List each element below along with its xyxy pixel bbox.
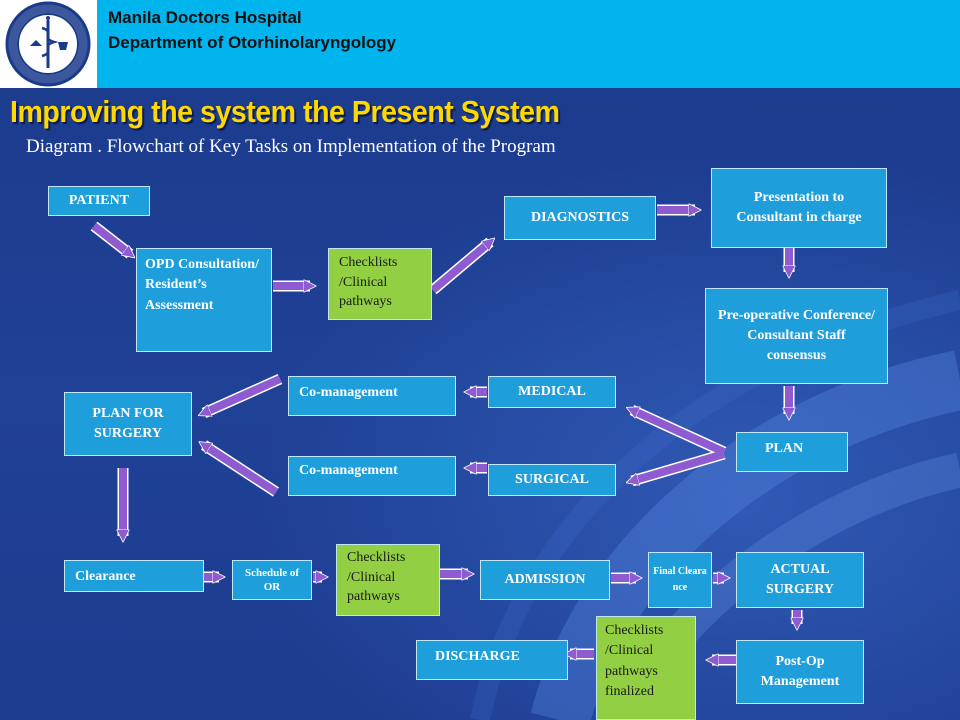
arrow-comgmt1-plansurgery (204, 375, 282, 417)
node-patient: PATIENT (48, 186, 150, 216)
node-comanagement-1: Co-management (288, 376, 456, 416)
node-plan: PLAN (736, 432, 848, 472)
node-checklists-1: Checklists /Clinical pathways (328, 248, 432, 320)
node-checklists-finalized: Checklists /Clinical pathways finalized (596, 616, 696, 720)
node-diagnostics: DIAGNOSTICS (504, 196, 656, 240)
node-schedule-of-or: Schedule of OR (232, 560, 312, 600)
node-preop-conference: Pre-operative Conference/ Consultant Sta… (705, 288, 888, 384)
department-name: Department of Otorhinolaryngology (108, 33, 397, 52)
node-presentation: Presentation to Consultant in charge (711, 168, 887, 248)
slide-title: Improving the system the Present System (10, 94, 560, 129)
node-discharge: DISCHARGE (416, 640, 568, 680)
node-postop-management: Post-Op Management (736, 640, 864, 704)
node-medical: MEDICAL (488, 376, 616, 408)
node-actual-surgery: ACTUAL SURGERY (736, 552, 864, 608)
arrow-patient-opd (91, 222, 130, 254)
arrow-plan-surgical (632, 450, 726, 481)
node-admission: ADMISSION (480, 560, 610, 600)
node-plan-for-surgery: PLAN FOR SURGERY (64, 392, 192, 456)
arrow-plan-medical (632, 406, 726, 456)
node-surgical: SURGICAL (488, 464, 616, 496)
node-checklists-2: Checklists /Clinical pathways (336, 544, 440, 616)
node-opd-consultation: OPD Consultation/ Resident’s Assessment (136, 248, 272, 352)
arrow-comgmt2-plansurgery (204, 445, 279, 496)
header-bar: Manila Doctors Hospital Department of Ot… (0, 0, 960, 88)
node-final-clearance: Final Cleara nce (648, 552, 712, 608)
node-clearance: Clearance (64, 560, 204, 592)
diagram-caption: Diagram . Flowchart of Key Tasks on Impl… (26, 136, 556, 157)
hospital-seal-icon (5, 1, 91, 87)
hospital-logo (0, 0, 97, 88)
hospital-name: Manila Doctors Hospital (108, 8, 302, 27)
arrow-checklists-diagnostics (430, 242, 490, 294)
node-comanagement-2: Co-management (288, 456, 456, 496)
